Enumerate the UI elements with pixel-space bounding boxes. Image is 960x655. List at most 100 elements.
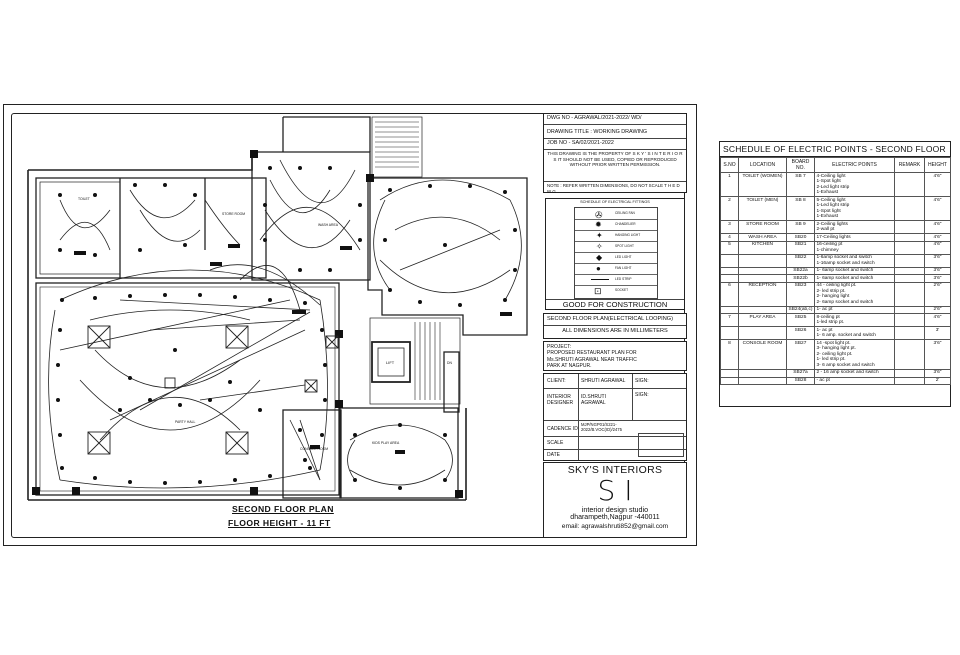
drawing-info-box: DWG NO - AGRAWAL/2021-2022/ WD/ DRAWING …	[543, 113, 687, 194]
table-cell-remark	[894, 376, 925, 385]
drawing-sheet	[3, 104, 697, 546]
electric-points-schedule: SCHEDULE OF ELECTRIC POINTS - SECOND FLO…	[719, 141, 951, 407]
schedule-header-cell: LOCATION	[738, 157, 787, 173]
table-cell-sno	[720, 253, 739, 268]
table-cell-height: 4'6"	[924, 171, 951, 198]
table-cell-loc: TOILET (WOMEN)	[738, 171, 787, 198]
table-cell-loc	[738, 326, 787, 341]
table-cell-board: SB27	[786, 339, 815, 370]
label-lift: LIFT	[386, 360, 395, 365]
ceiling-fan-icon: ✇	[595, 210, 603, 220]
table-cell-remark	[894, 369, 925, 378]
table-cell-loc: PLAY AREA	[738, 313, 787, 328]
table-cell-loc	[738, 369, 787, 378]
wall-party-hall	[35, 282, 340, 496]
approval-status: GOOD FOR CONSTRUCTION	[546, 298, 684, 309]
table-cell-remark	[894, 220, 925, 235]
date-label: DATE	[547, 452, 560, 458]
table-cell-remark	[894, 339, 925, 370]
led-light-icon: ◆	[596, 253, 603, 262]
job-no: JOB NO - SA/02/2021-2022	[544, 139, 686, 150]
table-cell-remark	[894, 266, 925, 276]
fan-light-icon: ●	[596, 264, 601, 273]
client-sign: SIGN:	[635, 378, 649, 384]
table-cell-board: SB22a	[786, 266, 815, 276]
label-party: PARTY HALL	[175, 420, 195, 424]
legend-title: SCHEDULE OF ELECTRICAL FITTINGS	[580, 200, 650, 204]
table-cell-points: 1- 6amp socket and switch	[814, 274, 895, 283]
table-cell-height: 4'6"	[924, 220, 951, 235]
company-name: SKY'S INTERIORS	[567, 464, 663, 476]
table-cell-loc	[738, 274, 787, 283]
table-cell-height: 3'	[924, 326, 951, 341]
schedule-header-cell: REMARK	[894, 157, 925, 173]
table-cell-board: SB27a	[786, 369, 815, 378]
table-cell-loc	[738, 305, 787, 315]
table-cell-height: 3'6"	[924, 274, 951, 283]
company-logo: S I	[597, 474, 633, 508]
project-label: PROJECT:	[547, 344, 572, 350]
scale-label: SCALE	[547, 440, 564, 446]
table-cell-height: 2'6"	[924, 281, 951, 307]
table-cell-board: SB 7	[786, 171, 815, 198]
schedule-header-cell: BOARD NO.	[786, 157, 815, 173]
table-cell-remark	[894, 171, 925, 198]
dwg-no: DWG NO - AGRAWAL/2021-2022/ WD/	[544, 114, 686, 125]
label-console: CONSOLE ROOM	[300, 447, 328, 451]
table-cell-loc: CONSOLE ROOM	[738, 339, 787, 370]
label-store: STORE ROOM	[222, 212, 245, 216]
table-cell-sno	[720, 305, 739, 315]
hanging-light-icon: ✦	[596, 231, 603, 240]
label-kids: KIDS PLAY AREA	[372, 441, 400, 445]
table-cell-height: 4'6"	[924, 313, 951, 328]
fittings-legend: SCHEDULE OF ELECTRICAL FITTINGS ✇CEILING…	[545, 198, 685, 310]
plan-description-box: SECOND FLOOR PLAN(ELECTRICAL LOOPING) AL…	[543, 313, 687, 339]
table-cell-sno: 5	[720, 240, 739, 255]
plan-description: SECOND FLOOR PLAN(ELECTRICAL LOOPING)	[544, 314, 686, 326]
table-cell-board: SB22	[786, 253, 815, 268]
wall-toilet-inner	[39, 181, 121, 275]
table-cell-board: SB25	[786, 313, 815, 328]
table-cell-height: 4'6"	[924, 196, 951, 222]
client-box: CLIENT: SHRUTI AGRAWAL SIGN: INTERIOR DE…	[543, 373, 687, 461]
socket-icon: ⊡	[594, 286, 602, 296]
table-cell-sno	[720, 376, 739, 385]
schedule-header-cell: S.NO	[720, 157, 739, 173]
table-cell-height: 3'6"	[924, 253, 951, 268]
project-text: PROPOSED RESTAURANT PLAN FOR Ms.SHRUTI A…	[547, 350, 637, 369]
table-cell-remark	[894, 326, 925, 341]
table-cell-sno	[720, 266, 739, 276]
wall-console-room	[339, 407, 459, 499]
table-cell-board: SB 9	[786, 220, 815, 235]
table-cell-board: SB28	[786, 376, 815, 385]
company-tagline: interior design studio	[581, 505, 649, 515]
table-cell-remark	[894, 274, 925, 283]
chandelier-icon: ✹	[595, 220, 602, 229]
plan-subtitle: FLOOR HEIGHT - 11 FT	[228, 518, 331, 528]
table-cell-remark	[894, 305, 925, 315]
table-cell-remark	[894, 196, 925, 222]
spot-light-icon: ✧	[596, 242, 603, 251]
table-cell-sno: 1	[720, 171, 739, 198]
table-cell-remark	[894, 233, 925, 242]
table-cell-loc: RECEPTION	[738, 281, 787, 307]
property-note: THIS DRAWING IS THE PROPERTY OF S K Y ' …	[544, 150, 686, 182]
stairs-top	[371, 116, 423, 178]
table-cell-loc: WASH AREA	[738, 233, 787, 242]
table-cell-remark	[894, 240, 925, 255]
table-cell-loc: TOILET (MEN)	[738, 196, 787, 222]
client-label: CLIENT:	[547, 378, 566, 384]
